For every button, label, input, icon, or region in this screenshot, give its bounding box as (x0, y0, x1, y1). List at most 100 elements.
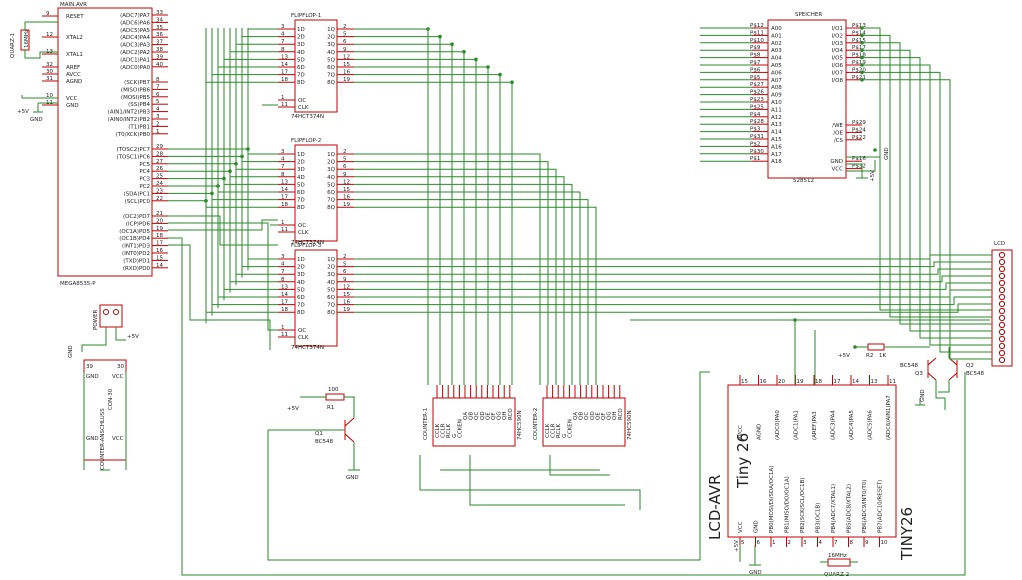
mem-left-pin-17-label: A17 (771, 152, 782, 158)
lcd-connector[interactable]: LCD (991, 241, 1013, 367)
transistor-q3[interactable]: BC548 Q3 GND (900, 357, 946, 410)
mcu-right-pin-2-label: (ADC5)PA5 (120, 28, 150, 34)
mem-left-pin-17-num: P$30 (750, 149, 764, 155)
quartz-2[interactable]: 16MHz QUARZ-2 (820, 553, 858, 578)
svg-text:+5V: +5V (287, 406, 299, 412)
lcd-pin-3 (998, 272, 1006, 280)
resistor-r2[interactable]: R2 1K +5V (838, 343, 930, 359)
flipflop-part: 74HCT374N (291, 240, 324, 246)
mcu-vcc-label: +5V (17, 109, 29, 115)
tiny-top-label-1: AGND (757, 424, 763, 440)
mcu-main-avr[interactable]: MAIN.AVR MEGA8535-P RESET9XTAL212XTAL113… (42, 2, 168, 287)
mcu-right-pin-21-num: 24 (156, 181, 163, 187)
transistor-q1[interactable]: Q1 BC548 GND (268, 397, 360, 481)
ff3-in-3-num: 8 (281, 277, 285, 283)
tiny-bottom-pins: 5VCC6GND1PB0(MOSI/DI/SDA/OC1A)2PB1(MISO/… (738, 466, 888, 547)
mcu-right-pin-17-num: 28 (156, 151, 163, 157)
ff2-out-6-label: 7Q (327, 198, 335, 204)
mcu-right-pin-19-label: PC4 (139, 169, 150, 175)
counter-pin-label-9: QE (485, 412, 491, 420)
tiny-top-label-0: AVCC (738, 425, 744, 440)
mcu-right-pin-4-num: 37 (156, 40, 163, 46)
mem-left-pin-9-num: P$26 (750, 90, 764, 96)
mcu-right-pin-27-label: (OC1B)PD4 (119, 236, 150, 242)
memory-chip[interactable]: SPEICHER 528512 A00P$12A01P$11A02P$10A03… (750, 12, 866, 184)
ff2-out-0-label: 1Q (327, 152, 335, 158)
tiny-top-label-3: (ADC1)PA1 (794, 410, 800, 440)
mem-right-pin-0-num: P$13 (852, 23, 866, 29)
resistor-r1[interactable]: 100 R1 +5V (287, 387, 355, 412)
counter-pin-label-13: RCO (618, 408, 624, 420)
tiny26-chip[interactable]: Tiny 26 LCD-AVR TINY26 15AVCC16AGND20(AD… (706, 375, 916, 561)
ff3-out-2-label: 3Q (327, 272, 335, 278)
ff1-in-7-num: 18 (281, 77, 288, 83)
mcu-right-pin-27-num: 18 (156, 233, 163, 239)
ff1-out-2-label: 3Q (327, 42, 335, 48)
ff3-in-1-label: 2D (297, 265, 305, 271)
mcu-right-pin-29-num: 16 (156, 248, 163, 254)
mcu-left-pin-1-num: 12 (46, 32, 53, 38)
mcu-right-pin-19-num: 26 (156, 166, 163, 172)
flipflop-name: FLIPFLOP-2 (291, 138, 321, 144)
mcu-right-pin-3-num: 36 (156, 32, 163, 38)
mem-left-pin-5-label: A05 (771, 63, 782, 69)
svg-text:Q1: Q1 (315, 431, 323, 437)
counter-connector[interactable]: 39 30 GND VCC GND VCC COUNTER-ANSCHLUSS … (83, 359, 127, 471)
mcu-right-pin-10-label: (MOSI)PB5 (121, 95, 151, 101)
ff2-out-1-num: 5 (343, 157, 347, 163)
svg-text:GND: GND (86, 436, 99, 442)
mcu-right-pin-15-num: 1 (156, 129, 160, 135)
svg-text:R2: R2 (866, 353, 873, 359)
ff3-out-3-num: 9 (343, 277, 347, 283)
tiny-top-pins: 15AVCC16AGND20(ADC0)PA019(ADC1)PA118(ARE… (738, 375, 896, 440)
tiny-bot-num-9: 10 (881, 540, 888, 546)
lcd-pin-7 (998, 300, 1006, 308)
mcu-right-pin-2-num: 35 (156, 25, 163, 31)
counter-pin-label-4: CCKEN (457, 419, 463, 438)
power-connector[interactable]: POWER GND +5V (68, 304, 139, 358)
mem-left-pin-15-label: A15 (771, 137, 782, 143)
mcu-left-pin-2-label: XTAL1 (66, 52, 83, 58)
tiny-bot-num-8: 9 (865, 540, 869, 546)
ff1-out-7-label: 8Q (327, 80, 335, 86)
ff3-in-5-num: 14 (281, 292, 288, 298)
ff1-out-4-num: 12 (343, 54, 350, 60)
counter-pin-label-8: QD (480, 411, 486, 420)
tiny-name: LCD-AVR (706, 475, 724, 540)
connector-label: COUNTER-ANSCHLUSS (100, 408, 106, 470)
quartz-1[interactable]: QUARZ-1 16MHz (10, 21, 58, 59)
counter-body (432, 397, 516, 447)
ff1-out-5-label: 6Q (327, 65, 335, 71)
ff2-ctrl-0-num: 1 (281, 220, 285, 226)
mcu-right-pin-13-label: (AIN0/INT2)PB2 (108, 117, 150, 123)
ff2-in-3-label: 4D (297, 175, 305, 181)
mem-right-pin-7-label: I/O8 (832, 78, 844, 84)
ff2-in-4-label: 5D (297, 182, 305, 188)
tiny-bot-label-7: PB5(ADC8/XTAL2) (847, 484, 853, 533)
ff1-in-1-num: 4 (281, 32, 285, 38)
ff3-in-5-label: 6D (297, 295, 305, 301)
ff2-in-5-label: 6D (297, 190, 305, 196)
ff3-out-0-num: 2 (343, 254, 347, 260)
ff3-in-4-label: 5D (297, 287, 305, 293)
mcu-right-pin-7-num: 40 (156, 62, 163, 68)
mcu-right-pin-9-num: 7 (156, 84, 160, 90)
ff3-ctrl-0-num: 1 (281, 325, 285, 331)
counter-pin-label-3: G (562, 434, 568, 438)
tiny-bot-label-8: PB6(ADC9/INT0/T0) (862, 480, 868, 533)
transistor-q2[interactable]: Q2 BC548 (938, 347, 985, 393)
tiny-top-label-4: (AREF)PA3 (812, 411, 818, 440)
mcu-right-pin-11-num: 5 (156, 99, 160, 105)
counter-part: 74HC590N (627, 410, 633, 440)
mcu-right-pin-1-num: 34 (156, 17, 163, 23)
svg-text:Q2: Q2 (966, 363, 974, 369)
counter-body (542, 397, 626, 447)
svg-text:GND: GND (920, 389, 926, 402)
mcu-left-pins: RESET9XTAL212XTAL113AREF32AVCC30AGND31VC… (42, 11, 84, 109)
